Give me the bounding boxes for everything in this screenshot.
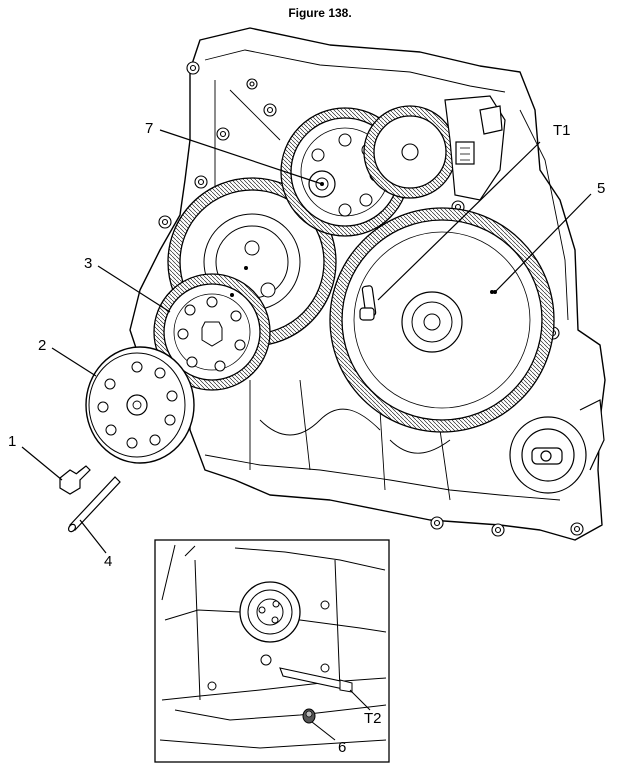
callout-dot-5 (493, 290, 497, 294)
large-idler-gear-5 (329, 207, 555, 433)
leader-lines (21, 129, 592, 554)
callout-1: 1 (8, 433, 16, 450)
pump-drive-gear (363, 105, 457, 199)
hub-2 (85, 346, 195, 464)
fuel-pump-unit (444, 95, 506, 201)
callout-5: 5 (597, 180, 605, 197)
figure-title: Figure 138. (288, 6, 352, 20)
inset-detail (154, 539, 390, 763)
water-pump (509, 399, 605, 494)
callout-t2: T2 (364, 710, 382, 727)
guide-rod-4 (67, 476, 121, 533)
callout-dot-7 (320, 182, 324, 186)
callout-6: 6 (338, 739, 346, 756)
callout-4: 4 (104, 553, 112, 570)
callout-7: 7 (145, 120, 153, 137)
callout-t1: T1 (553, 122, 571, 139)
callout-2: 2 (38, 337, 46, 354)
housing-ribs (174, 49, 569, 501)
callout-3: 3 (84, 255, 92, 272)
locking-pin-t1 (359, 285, 377, 321)
crankshaft-gear-3 (153, 273, 271, 391)
plug-6 (302, 708, 316, 724)
bolt-1 (59, 465, 91, 495)
